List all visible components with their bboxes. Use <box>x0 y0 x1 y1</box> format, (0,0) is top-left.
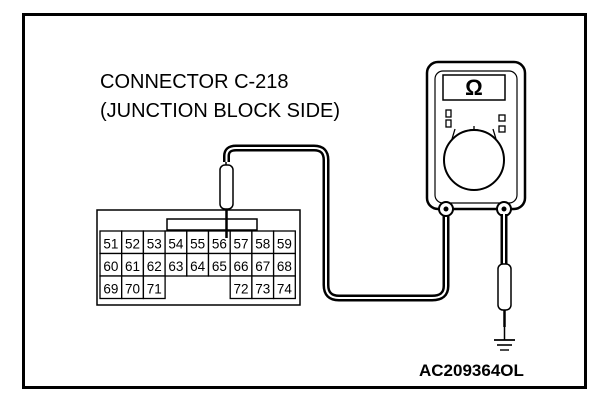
figure-code: AC209364OL <box>419 361 524 380</box>
pin-grid: 51 52 53 54 55 56 57 58 59 60 61 62 63 64 65 66 67 68 69 70… <box>99 230 296 300</box>
connector-pin-label: 55 <box>190 237 205 252</box>
meter-symbol: Ω <box>465 75 483 100</box>
meter-display <box>442 74 506 101</box>
connector-pin-label: 68 <box>277 259 292 274</box>
connector-pin-label: 72 <box>234 282 249 297</box>
test-lead-wire-core <box>225 147 447 299</box>
connector-c218: 51 52 53 54 55 56 57 58 59 60 61 62 63 64 65 66 67 68 69 70… <box>96 209 301 306</box>
connector-latch-front <box>166 218 258 231</box>
connector-pin-label: 57 <box>234 237 249 252</box>
connector-pin-label: 62 <box>147 259 162 274</box>
connector-pin-label: 56 <box>212 237 227 252</box>
ground-probe <box>497 263 512 327</box>
connector-pin-label: 67 <box>255 259 270 274</box>
connector-pin-label: 64 <box>190 259 206 274</box>
connector-pin-label: 74 <box>277 282 293 297</box>
connector-pin-label: 51 <box>103 237 118 252</box>
meter-button <box>498 114 506 122</box>
diagram-frame <box>22 13 587 389</box>
connector-pin-cell <box>272 275 296 300</box>
connector-title: CONNECTOR C-218 <box>100 71 289 93</box>
connector-pin-label: 53 <box>147 237 162 252</box>
test-probe-icon <box>219 164 234 210</box>
connector-pin-label: 70 <box>125 282 140 297</box>
meter-button <box>445 109 452 118</box>
ground-symbol-icon <box>494 327 515 351</box>
ohmmeter-icon: Ω <box>425 60 527 217</box>
connector-pin-label: 58 <box>255 237 270 252</box>
connector-pin-cell <box>142 275 166 300</box>
meter-dial <box>443 129 505 191</box>
meter-button <box>498 125 506 133</box>
connector-subtitle: (JUNCTION BLOCK SIDE) <box>100 100 340 122</box>
connector-pin-label: 54 <box>168 237 184 252</box>
connector-pin-label: 66 <box>234 259 249 274</box>
test-probe-icon <box>497 263 512 311</box>
connector-pin-label: 60 <box>103 259 118 274</box>
connector-pin-label: 69 <box>103 282 118 297</box>
connector-pin-label: 63 <box>168 259 183 274</box>
connector-pin-label: 73 <box>255 282 270 297</box>
connector-pin-label: 65 <box>212 259 227 274</box>
connector-pin-label: 59 <box>277 237 292 252</box>
connector-pin-label: 52 <box>125 237 140 252</box>
meter-button <box>445 119 452 128</box>
connector-pin-label: 61 <box>125 259 140 274</box>
connector-pin-label: 71 <box>147 282 162 297</box>
